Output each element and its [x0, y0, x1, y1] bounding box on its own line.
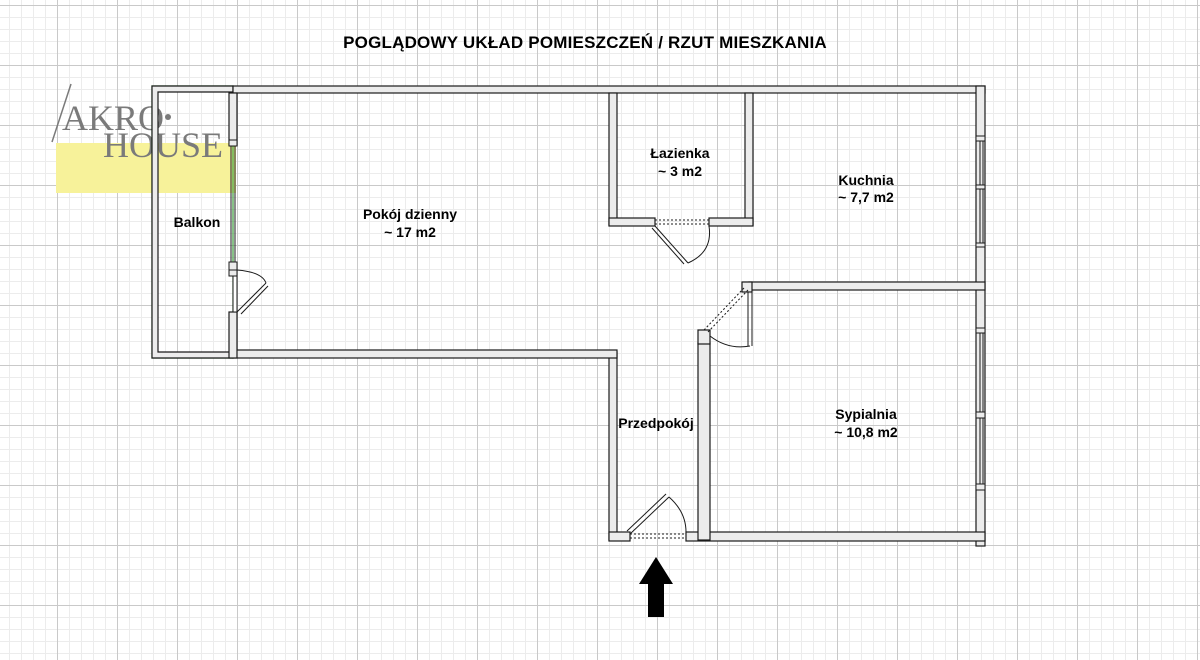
room-label-balkon: Balkon [174, 214, 221, 230]
room-area-sypialnia: ~ 10,8 m2 [834, 424, 898, 440]
akro-house-logo: AKRO HOUSE [51, 83, 236, 193]
balcony-window [228, 139, 238, 271]
page-title: POGLĄDOWY UKŁAD POMIESZCZEŃ / RZUT MIESZ… [343, 33, 827, 52]
room-label-pokoj: Pokój dzienny [363, 206, 457, 222]
bathroom-door [651, 219, 711, 265]
logo-text-house: HOUSE [103, 125, 223, 165]
room-area-kuchnia: ~ 7,7 m2 [838, 189, 894, 205]
room-area-lazienka: ~ 3 m2 [658, 163, 702, 179]
arrow-up-icon [639, 557, 673, 617]
room-area-pokoj: ~ 17 m2 [384, 224, 436, 240]
bedroom-door [703, 287, 753, 348]
entrance-door [626, 493, 687, 539]
room-label-sypialnia: Sypialnia [835, 406, 897, 422]
logo-highlight [56, 143, 236, 193]
room-label-przedpokoj: Przedpokój [618, 415, 693, 431]
logo-text-akro: AKRO [62, 98, 164, 138]
walls [151, 85, 986, 547]
bedroom-window [975, 327, 986, 491]
kitchen-window [975, 135, 986, 248]
balcony-door [228, 269, 269, 315]
room-label-lazienka: Łazienka [650, 145, 709, 161]
room-label-kuchnia: Kuchnia [838, 172, 893, 188]
